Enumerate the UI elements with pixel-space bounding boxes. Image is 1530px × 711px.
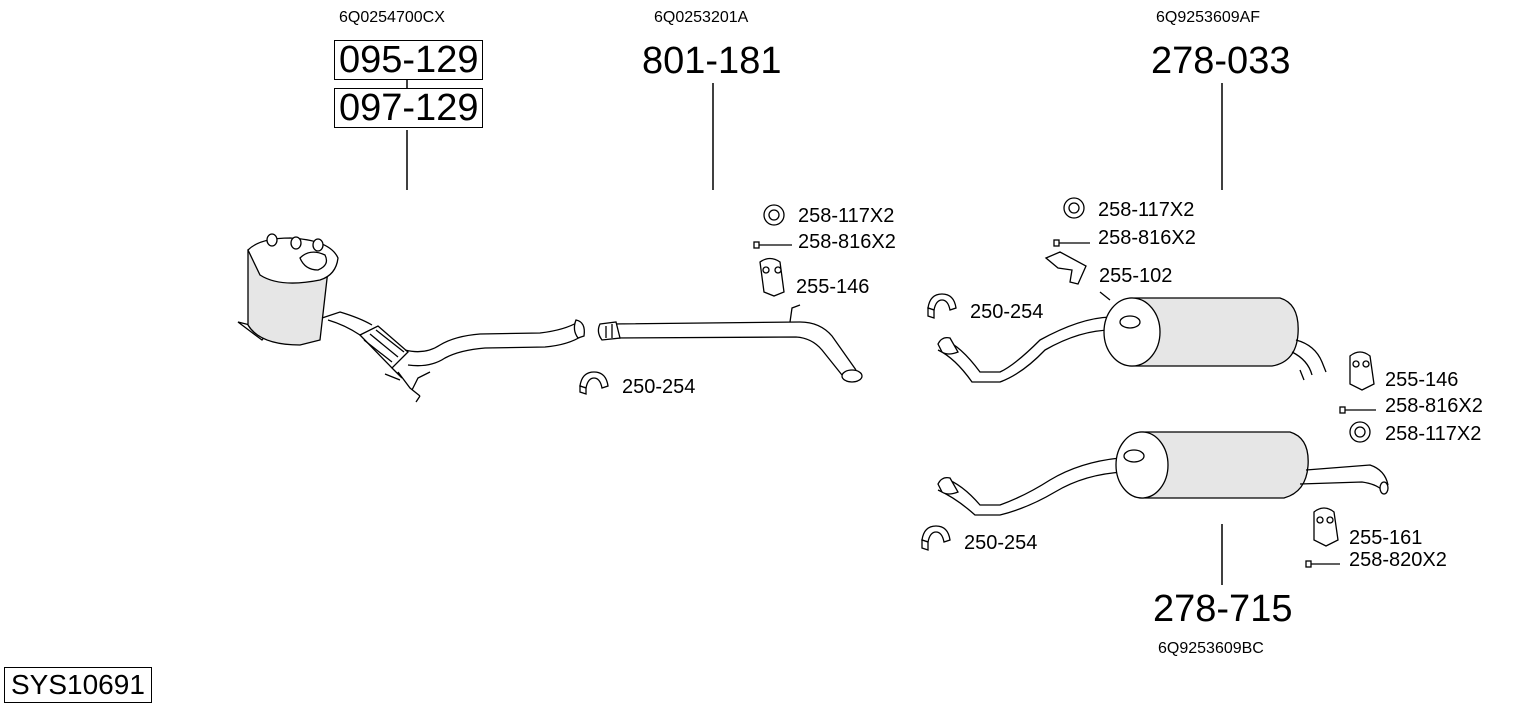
label-b-clamp[interactable]: 250-254	[964, 532, 1038, 554]
clamp-icon	[579, 371, 609, 395]
part-number-dpf-1[interactable]: 095-129	[334, 40, 484, 80]
label-a-ring-rear[interactable]: 258-117X2	[1385, 423, 1482, 445]
oe-number-rear-silencer-a: 6Q9253609AF	[1156, 9, 1261, 26]
label-a-hanger-rear[interactable]: 255-146	[1385, 369, 1459, 391]
label-dpf-clamp[interactable]: 250-254	[622, 376, 696, 398]
oe-number-middle-pipe: 6Q0253201A	[654, 9, 749, 26]
label-a-ring[interactable]: 258-117X2	[1098, 199, 1195, 221]
part-number-rear-silencer-b[interactable]: 278-715	[1153, 588, 1293, 630]
label-b-bolt[interactable]: 258-820X2	[1349, 549, 1447, 571]
oe-number-dpf: 6Q0254700CX	[339, 9, 445, 26]
dpf-converter-drawing	[237, 233, 585, 403]
system-code: SYS10691	[4, 667, 152, 703]
part-number-dpf-2[interactable]: 097-129	[334, 88, 484, 128]
clamp-icon	[921, 525, 951, 551]
label-a-clamp[interactable]: 250-254	[970, 301, 1044, 323]
label-a-bracket[interactable]: 255-102	[1099, 265, 1173, 287]
fitting-icons	[579, 197, 1376, 568]
mounting-bracket-icon	[1044, 251, 1087, 285]
middle-pipe-drawing	[597, 304, 863, 383]
label-a-bolt[interactable]: 258-816X2	[1098, 227, 1196, 249]
label-mid-bolt[interactable]: 258-816X2	[798, 231, 896, 253]
label-mid-hanger[interactable]: 255-146	[796, 276, 870, 298]
part-number-rear-silencer-a[interactable]: 278-033	[1151, 40, 1291, 82]
rear-silencer-b-drawing	[937, 431, 1389, 516]
label-mid-ring[interactable]: 258-117X2	[798, 205, 895, 227]
label-a-bolt-rear[interactable]: 258-816X2	[1385, 395, 1483, 417]
leader-lines	[406, 80, 1223, 585]
rubber-hanger-icon	[1313, 507, 1339, 547]
part-number-middle-pipe[interactable]: 801-181	[642, 40, 782, 82]
oe-number-rear-silencer-b: 6Q9253609BC	[1158, 640, 1264, 657]
rear-silencer-a-drawing	[937, 291, 1327, 383]
rubber-hanger-icon	[759, 257, 785, 297]
label-b-hanger[interactable]: 255-161	[1349, 527, 1423, 549]
rubber-hanger-icon	[1349, 351, 1375, 391]
clamp-icon	[927, 293, 957, 319]
